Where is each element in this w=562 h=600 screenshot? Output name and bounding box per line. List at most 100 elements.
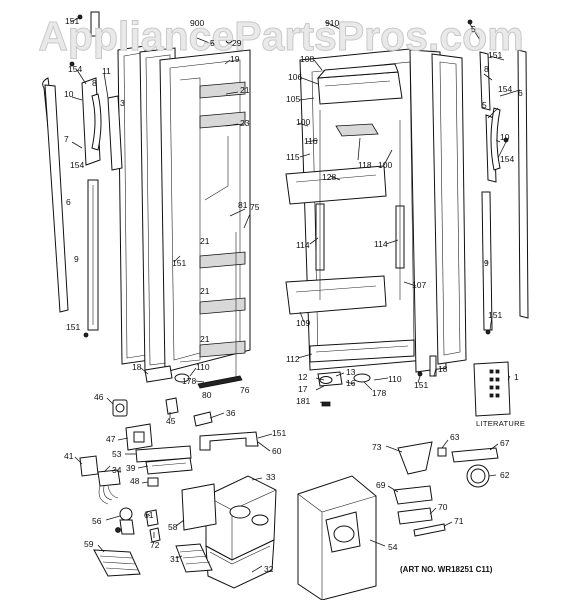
part-callout-154: 154 bbox=[500, 154, 514, 164]
part-callout-19: 19 bbox=[230, 54, 240, 64]
part-callout-8: 8 bbox=[484, 64, 489, 74]
part-callout-154: 154 bbox=[498, 84, 512, 94]
part-callout-62: 62 bbox=[500, 470, 510, 480]
part-callout-110: 110 bbox=[196, 362, 210, 372]
part-callout-48: 48 bbox=[130, 476, 140, 486]
part-callout-41: 41 bbox=[64, 451, 74, 461]
part-callout-110: 110 bbox=[388, 374, 402, 384]
part-callout-72: 72 bbox=[150, 540, 160, 550]
part-callout-151: 151 bbox=[65, 16, 79, 26]
part-callout-53: 53 bbox=[112, 449, 122, 459]
part-callout-151: 151 bbox=[172, 258, 186, 268]
part-callout-23: 23 bbox=[240, 118, 250, 128]
part-callout-63: 63 bbox=[450, 432, 460, 442]
part-callout-910: 910 bbox=[325, 18, 339, 28]
part-callout-107: 107 bbox=[412, 280, 426, 290]
part-callout-45: 45 bbox=[166, 416, 176, 426]
part-callout-21: 21 bbox=[200, 236, 210, 246]
part-callout-105: 105 bbox=[286, 94, 300, 104]
part-callout-12: 12 bbox=[298, 372, 308, 382]
part-callout-100: 100 bbox=[296, 117, 310, 127]
part-callout-108: 108 bbox=[300, 54, 314, 64]
literature-booklet bbox=[473, 361, 511, 417]
part-callout-118: 118 bbox=[358, 160, 372, 170]
part-callout-54: 54 bbox=[388, 542, 398, 552]
part-callout-10: 10 bbox=[64, 89, 74, 99]
part-callout-71: 71 bbox=[454, 516, 464, 526]
part-callout-154: 154 bbox=[70, 160, 84, 170]
art-number: (ART NO. WR18251 C11) bbox=[400, 565, 493, 574]
part-callout-151: 151 bbox=[488, 50, 502, 60]
part-callout-10: 10 bbox=[500, 132, 510, 142]
part-callout-6: 6 bbox=[518, 88, 523, 98]
part-callout-9: 9 bbox=[74, 254, 79, 264]
part-callout-3: 3 bbox=[120, 98, 125, 108]
part-callout-7: 7 bbox=[64, 134, 69, 144]
part-callout-128: 128 bbox=[322, 172, 336, 182]
part-callout-76: 76 bbox=[240, 385, 250, 395]
part-callout-154: 154 bbox=[68, 64, 82, 74]
part-callout-75: 75 bbox=[250, 202, 260, 212]
watermark-text: AppliancePartsPros.com bbox=[38, 13, 523, 59]
part-callout-106: 106 bbox=[288, 72, 302, 82]
part-callout-178: 178 bbox=[182, 376, 196, 386]
part-callout-29: 29 bbox=[232, 38, 242, 48]
dispenser-components bbox=[79, 397, 277, 589]
leader-lines bbox=[70, 16, 521, 573]
part-callout-13: 13 bbox=[346, 367, 356, 377]
part-callout-109: 109 bbox=[296, 318, 310, 328]
part-callout-31: 31 bbox=[170, 554, 180, 564]
part-callout-56: 56 bbox=[92, 516, 102, 526]
part-callout-900: 900 bbox=[190, 18, 204, 28]
fresh-food-door-assembly bbox=[285, 19, 529, 407]
part-callout-5: 5 bbox=[471, 24, 476, 34]
part-callout-178: 178 bbox=[372, 388, 386, 398]
part-callout-61: 61 bbox=[144, 510, 154, 520]
part-callout-151: 151 bbox=[488, 310, 502, 320]
part-callout-58: 58 bbox=[168, 522, 178, 532]
part-callout-67: 67 bbox=[500, 438, 510, 448]
part-callout-80: 80 bbox=[202, 390, 212, 400]
part-callout-16: 16 bbox=[346, 378, 356, 388]
part-callout-36: 36 bbox=[226, 408, 236, 418]
part-callout-60: 60 bbox=[272, 446, 282, 456]
part-callout-21: 21 bbox=[200, 334, 210, 344]
part-callout-11: 11 bbox=[102, 66, 111, 76]
part-callout-70: 70 bbox=[438, 502, 448, 512]
part-callout-73: 73 bbox=[372, 442, 382, 452]
part-callout-112: 112 bbox=[286, 354, 300, 364]
part-callout-115: 115 bbox=[286, 152, 300, 162]
part-callout-18: 18 bbox=[438, 364, 448, 374]
part-callout-33: 33 bbox=[266, 472, 276, 482]
part-callout-21: 21 bbox=[240, 85, 250, 95]
part-callout-181: 181 bbox=[296, 396, 310, 406]
part-callout-9: 9 bbox=[484, 258, 489, 268]
part-callout-69: 69 bbox=[376, 480, 386, 490]
part-callout-5: 5 bbox=[482, 100, 487, 110]
part-callout-5: 5 bbox=[210, 38, 215, 48]
part-callout-47: 47 bbox=[106, 434, 116, 444]
part-callout-17: 17 bbox=[298, 384, 308, 394]
part-callout-6: 6 bbox=[66, 197, 71, 207]
part-callout-1: 1 bbox=[514, 372, 519, 382]
part-callout-46: 46 bbox=[94, 392, 104, 402]
part-callout-18: 18 bbox=[132, 362, 142, 372]
part-callout-100: 100 bbox=[378, 160, 392, 170]
part-callout-34: 34 bbox=[112, 465, 122, 475]
part-callout-81: 81 bbox=[238, 200, 248, 210]
part-callout-32: 32 bbox=[264, 564, 274, 574]
freezer-door-assembly bbox=[42, 11, 251, 389]
part-callout-59: 59 bbox=[84, 539, 94, 549]
part-callout-39: 39 bbox=[126, 463, 136, 473]
part-callout-21: 21 bbox=[200, 286, 210, 296]
part-callout-8: 8 bbox=[92, 78, 97, 88]
literature-label: LITERATURE bbox=[476, 419, 525, 428]
part-callout-151: 151 bbox=[66, 322, 80, 332]
part-callout-151: 151 bbox=[414, 380, 428, 390]
part-callout-151: 151 bbox=[272, 428, 286, 438]
dispenser-cover-parts bbox=[297, 441, 499, 600]
part-callout-116: 116 bbox=[304, 136, 318, 146]
part-callout-114: 114 bbox=[374, 239, 388, 249]
